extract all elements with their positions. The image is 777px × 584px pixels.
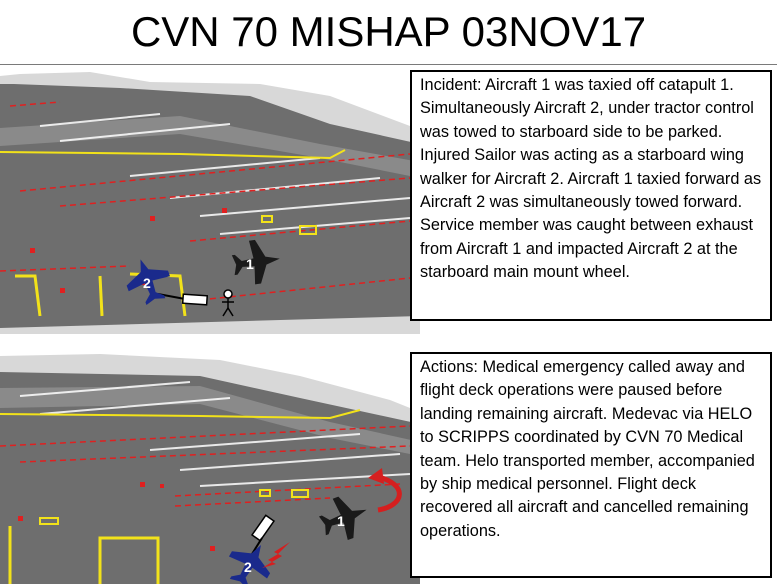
aircraft-1-label: 1 bbox=[246, 256, 254, 272]
tractor bbox=[250, 514, 276, 542]
aircraft-2-icon bbox=[228, 544, 271, 584]
aircraft-2-icon bbox=[126, 259, 171, 306]
slide-title: CVN 70 MISHAP 03NOV17 bbox=[130, 8, 647, 55]
angled-deck-strip bbox=[0, 386, 420, 456]
title-divider bbox=[0, 64, 777, 65]
actions-description-box: Actions: Medical emergency called away a… bbox=[410, 352, 772, 578]
angled-deck-strip bbox=[0, 116, 420, 178]
tow-bar bbox=[251, 537, 263, 555]
curved-arrow bbox=[374, 473, 402, 513]
tractor bbox=[181, 293, 209, 306]
yellow-guide-line bbox=[0, 409, 361, 420]
aircraft-2-label: 2 bbox=[143, 275, 151, 291]
yellow-guide-line bbox=[0, 149, 346, 160]
aircraft-1-label: 1 bbox=[337, 513, 345, 529]
top-flight-deck-diagram: 2 1 bbox=[0, 66, 420, 334]
movement-arrow-small bbox=[262, 542, 290, 568]
aircraft-2-label: 2 bbox=[244, 559, 252, 575]
aircraft-1-icon bbox=[318, 496, 367, 541]
incident-description-box: Incident: Aircraft 1 was taxied off cata… bbox=[410, 70, 772, 321]
injured-sailor-figure bbox=[222, 289, 234, 317]
aircraft-1-icon bbox=[231, 239, 280, 285]
bottom-flight-deck-diagram: 2 1 bbox=[0, 346, 420, 584]
deck-edge bbox=[0, 316, 420, 334]
